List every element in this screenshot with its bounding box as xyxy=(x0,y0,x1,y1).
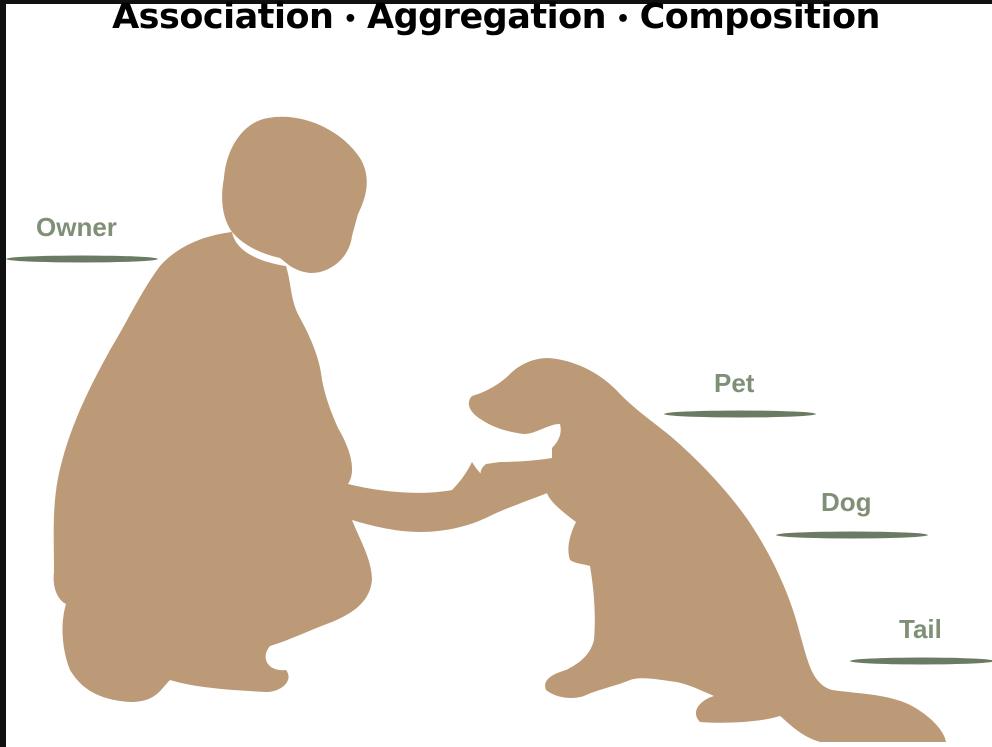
tail-label: Tail xyxy=(899,614,942,645)
dog-label-line xyxy=(776,532,928,539)
owner-label-line xyxy=(6,256,158,263)
owner-label: Owner xyxy=(36,212,117,243)
owner-body xyxy=(54,232,550,702)
owner-head xyxy=(222,117,367,273)
dog-label: Dog xyxy=(821,487,872,518)
pet-label: Pet xyxy=(714,368,754,399)
tail-label-line xyxy=(850,658,992,665)
pet-label-line xyxy=(664,411,816,418)
